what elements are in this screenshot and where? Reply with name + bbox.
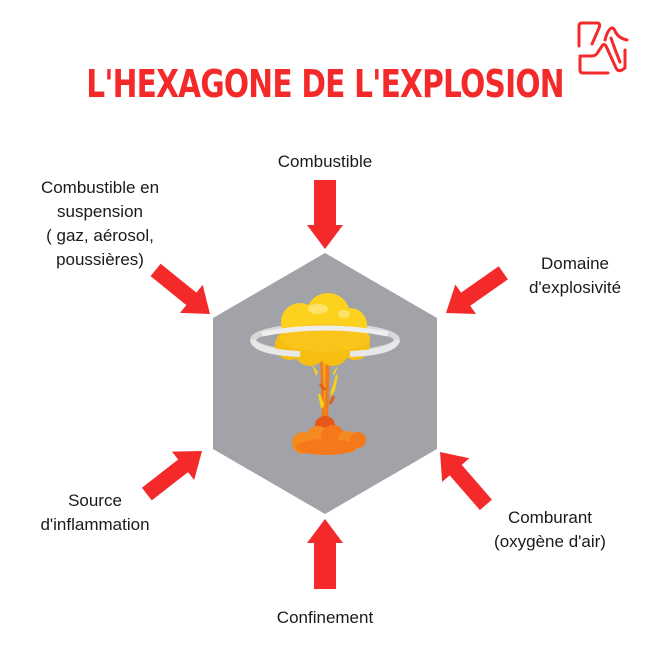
factor-label-source-inflammation: Source d'inflammation — [40, 491, 150, 534]
brand-logo-icon — [577, 21, 629, 75]
factor-label-combustible: Combustible — [277, 152, 373, 171]
factor-label-combustible-suspension: Combustible en suspension ( gaz, aérosol… — [40, 178, 160, 269]
arrow-top-icon — [307, 180, 343, 249]
mushroom-cloud-explosion-icon — [250, 293, 400, 455]
arrow-top-right-icon — [446, 266, 508, 314]
arrow-top-left-icon — [150, 263, 210, 314]
factor-label-domaine-explosivite: Domaine d'explosivité — [528, 254, 622, 297]
arrow-bottom-left-icon — [141, 451, 202, 501]
arrow-bottom-right-icon — [440, 452, 492, 511]
arrow-bottom-icon — [307, 519, 343, 589]
page-title: L'HEXAGONE DE L'EXPLOSION — [86, 62, 564, 106]
factor-label-comburant: Comburant (oxygène d'air) — [494, 508, 606, 551]
factor-label-confinement: Confinement — [276, 608, 374, 627]
